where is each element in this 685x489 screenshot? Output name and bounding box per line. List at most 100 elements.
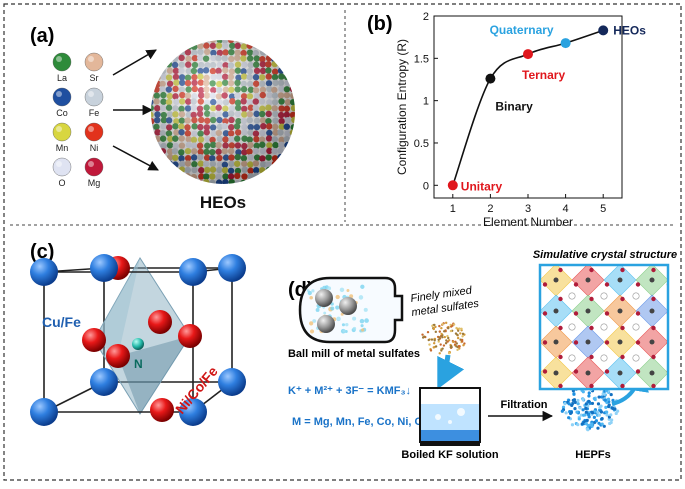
beaker — [419, 387, 481, 446]
metal-atom — [649, 370, 655, 376]
site-a-label: Cu/Fe — [42, 314, 81, 330]
fluorine-atom — [589, 325, 594, 331]
arrow-top — [112, 49, 157, 76]
fluorine-atom — [542, 369, 548, 374]
legend-ball-mn — [52, 122, 72, 142]
metal-atom — [617, 370, 623, 376]
potassium-atom — [600, 292, 608, 300]
metal-atom — [553, 277, 559, 283]
legend-ball-sr — [84, 52, 104, 72]
fluorine-atom — [620, 383, 625, 388]
potassium-atom — [632, 292, 640, 300]
potassium-atom — [632, 354, 640, 362]
fluorine-atom — [666, 312, 667, 315]
legend-label: Fe — [89, 108, 100, 118]
crystal-structure — [541, 266, 667, 388]
point-label: Ternary — [522, 68, 565, 82]
panel-b-label: (b) — [367, 13, 393, 35]
metal-list: M = Mg, Mn, Fe, Co, Ni, Cu, Zn — [292, 416, 449, 428]
red-atom — [106, 344, 130, 368]
x-tick-label: 3 — [525, 203, 531, 215]
fluorine-atom — [589, 267, 594, 273]
fluorine-atom — [651, 325, 656, 331]
red-atom — [150, 398, 174, 422]
fluorine-atom — [589, 354, 594, 360]
legend-ball-o — [52, 157, 72, 177]
fluorine-atom — [651, 296, 656, 302]
fluorine-atom — [542, 282, 548, 287]
fluorine-atom — [635, 311, 641, 316]
center-atom-label: N — [134, 357, 143, 371]
octahedron-face — [94, 258, 140, 356]
figure-frame — [3, 3, 682, 481]
metal-atom — [617, 277, 623, 283]
atom-ball — [240, 40, 248, 43]
crystal-title: Simulative crystal structure — [533, 249, 677, 261]
potassium-atom — [600, 323, 608, 331]
legend-ball-ni — [84, 122, 104, 142]
y-tick-label: 2 — [423, 11, 429, 23]
fluorine-atom — [651, 383, 656, 388]
fluorine-atom — [651, 267, 656, 273]
fluorine-atom — [666, 283, 667, 286]
point-label: Binary — [495, 100, 533, 114]
hepf-label: HEPFs — [575, 449, 610, 461]
x-axis-label: Element Number — [483, 215, 573, 229]
blue-atom — [90, 368, 118, 396]
fluorine-atom — [589, 383, 594, 388]
legend-ball-mg — [84, 157, 104, 177]
data-point — [447, 180, 458, 191]
filtration-label: Filtration — [500, 399, 547, 411]
fluorine-atom — [651, 354, 656, 360]
legend-label: Sr — [90, 73, 99, 83]
panel-a-label: (a) — [30, 25, 54, 47]
metal-atom — [553, 370, 559, 376]
legend-ball-co — [52, 87, 72, 107]
fluorine-atom — [620, 296, 625, 302]
red-atom — [148, 310, 172, 334]
octahedron-face — [118, 336, 190, 414]
metal-atom — [617, 308, 623, 314]
fluorine-atom — [558, 383, 563, 388]
fluorine-atom — [635, 282, 641, 287]
legend-label: Ni — [90, 143, 99, 153]
x-tick-label: 1 — [450, 203, 456, 215]
potassium-atom — [568, 323, 576, 331]
y-tick-label: 0.5 — [414, 138, 429, 150]
arrow-bottom — [112, 145, 159, 171]
heos-label: HEOs — [200, 193, 246, 212]
fluorine-atom — [604, 311, 610, 316]
octahedron — [93, 257, 191, 415]
fluorine-atom — [620, 267, 625, 273]
x-tick-label: 5 — [600, 203, 606, 215]
ball-mill-caption: Ball mill of metal sulfates — [288, 348, 420, 360]
legend-label: La — [57, 73, 67, 83]
fluorine-atom — [558, 296, 563, 302]
fluorine-atom — [573, 311, 579, 316]
point-label: Unitary — [461, 179, 503, 193]
panel-c-label: (c) — [30, 241, 54, 263]
fluorine-atom — [666, 370, 667, 373]
metal-atom — [585, 339, 591, 345]
metal-atom — [553, 339, 559, 345]
fluorine-atom — [573, 340, 579, 345]
atom-ball — [278, 60, 285, 68]
fluorine-atom — [620, 354, 625, 360]
fluorine-atom — [635, 340, 641, 345]
point-label: HEOs — [613, 23, 646, 37]
potassium-atom — [632, 323, 640, 331]
fluorine-atom — [542, 340, 548, 345]
blue-atom — [218, 254, 246, 282]
fluorine-atom — [558, 267, 563, 273]
blue-atom — [218, 368, 246, 396]
pour-arrow — [437, 354, 465, 390]
metal-atom — [649, 308, 655, 314]
fluorine-atom — [573, 282, 579, 287]
fluorine-atom — [635, 369, 641, 374]
data-point — [485, 73, 496, 84]
legend-ball-fe — [84, 87, 104, 107]
